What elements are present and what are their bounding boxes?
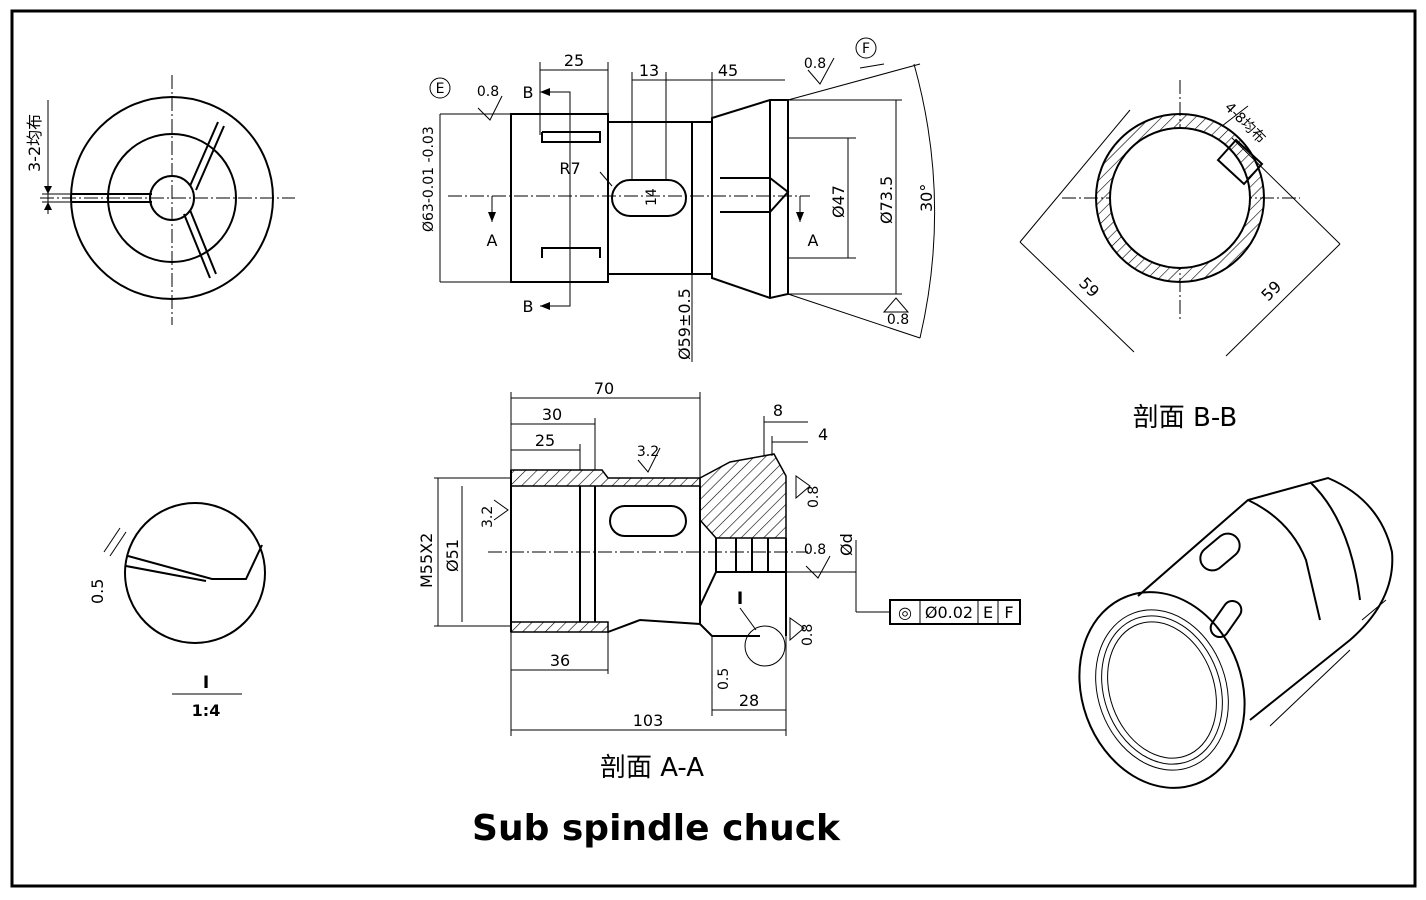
datum-f: F [862, 41, 870, 57]
side-dim-14: 14 [644, 188, 660, 206]
isometric-view [1078, 476, 1394, 789]
aa-dim-dia51: Ø51 [443, 539, 462, 572]
tol-value: Ø0.02 [925, 603, 973, 622]
aa-dim-103: 103 [633, 711, 664, 730]
end-view: 3-2均布 [25, 75, 295, 325]
side-dim-13: 13 [639, 61, 659, 80]
aa-dim-70: 70 [594, 379, 614, 398]
bb-dim-59-right: 59 [1257, 277, 1285, 305]
aa-rough-cone: 0.8 [806, 486, 822, 508]
aa-detail-callout: I [737, 589, 743, 609]
side-dim-dia63: Ø63-0.01 -0.03 [421, 126, 437, 232]
aa-rough-top: 3.2 [637, 444, 659, 460]
side-rough-cone: 0.8 [804, 56, 826, 72]
side-dim-dia59: Ø59±0.5 [675, 288, 694, 360]
aa-dim-4: 4 [818, 425, 828, 444]
detail-dim: 0.5 [88, 579, 107, 604]
bb-dim-59-left: 59 [1075, 273, 1103, 301]
tol-datum-f: F [1004, 603, 1013, 622]
detail-scale: 1:4 [192, 701, 221, 720]
tol-symbol: ◎ [898, 603, 912, 622]
aa-dim-25: 25 [535, 431, 555, 450]
detail-label: I [203, 673, 209, 693]
side-view: 25 13 45 0.8 0.8 Ø63-0.01 -0.03 R7 14 Ø4… [421, 37, 936, 362]
section-mark-b-bottom: B [523, 297, 534, 316]
side-rough-bottom: 0.8 [887, 312, 909, 328]
bb-heading: 剖面 B-B [1133, 403, 1237, 433]
aa-rough-bore: 0.8 [804, 542, 826, 558]
side-dim-dia735: Ø73.5 [877, 176, 896, 224]
side-dim-dia47: Ø47 [829, 185, 848, 218]
side-dim-25: 25 [564, 51, 584, 70]
aa-dim-8: 8 [773, 401, 783, 420]
tol-datum-e: E [983, 603, 993, 622]
datum-e: E [436, 81, 445, 97]
side-dim-r7: R7 [559, 159, 580, 178]
section-mark-b-top: B [523, 83, 534, 102]
side-dim-45: 45 [718, 61, 738, 80]
aa-dim-thread: M55X2 [417, 533, 436, 588]
aa-dim-05: 0.5 [716, 668, 732, 690]
side-dim-30deg: 30° [917, 184, 936, 212]
end-view-slot-note: 3-2均布 [25, 114, 44, 172]
aa-dim-dia-d: Ød [837, 533, 856, 556]
aa-heading: 剖面 A-A [600, 753, 704, 783]
drawing-title: Sub spindle chuck [472, 808, 840, 849]
aa-rough-left: 3.2 [480, 506, 496, 528]
side-rough-left: 0.8 [477, 84, 499, 100]
drawing-border [10, 9, 1417, 888]
section-bb-view: 4-8均布 59 59 剖面 B-B [1019, 80, 1341, 433]
section-mark-a-right: A [808, 231, 819, 250]
section-mark-a-left: A [487, 231, 498, 250]
aa-dim-36: 36 [550, 651, 570, 670]
aa-dim-28: 28 [739, 691, 759, 710]
aa-rough-bottom: 0.8 [800, 624, 816, 646]
detail-view: 0.5 I 1:4 [88, 502, 266, 720]
aa-dim-30: 30 [542, 405, 562, 424]
section-aa-view: 70 30 25 3.2 8 4 0.8 3.2 M55X2 Ø51 0.8 Ø… [417, 379, 1021, 783]
